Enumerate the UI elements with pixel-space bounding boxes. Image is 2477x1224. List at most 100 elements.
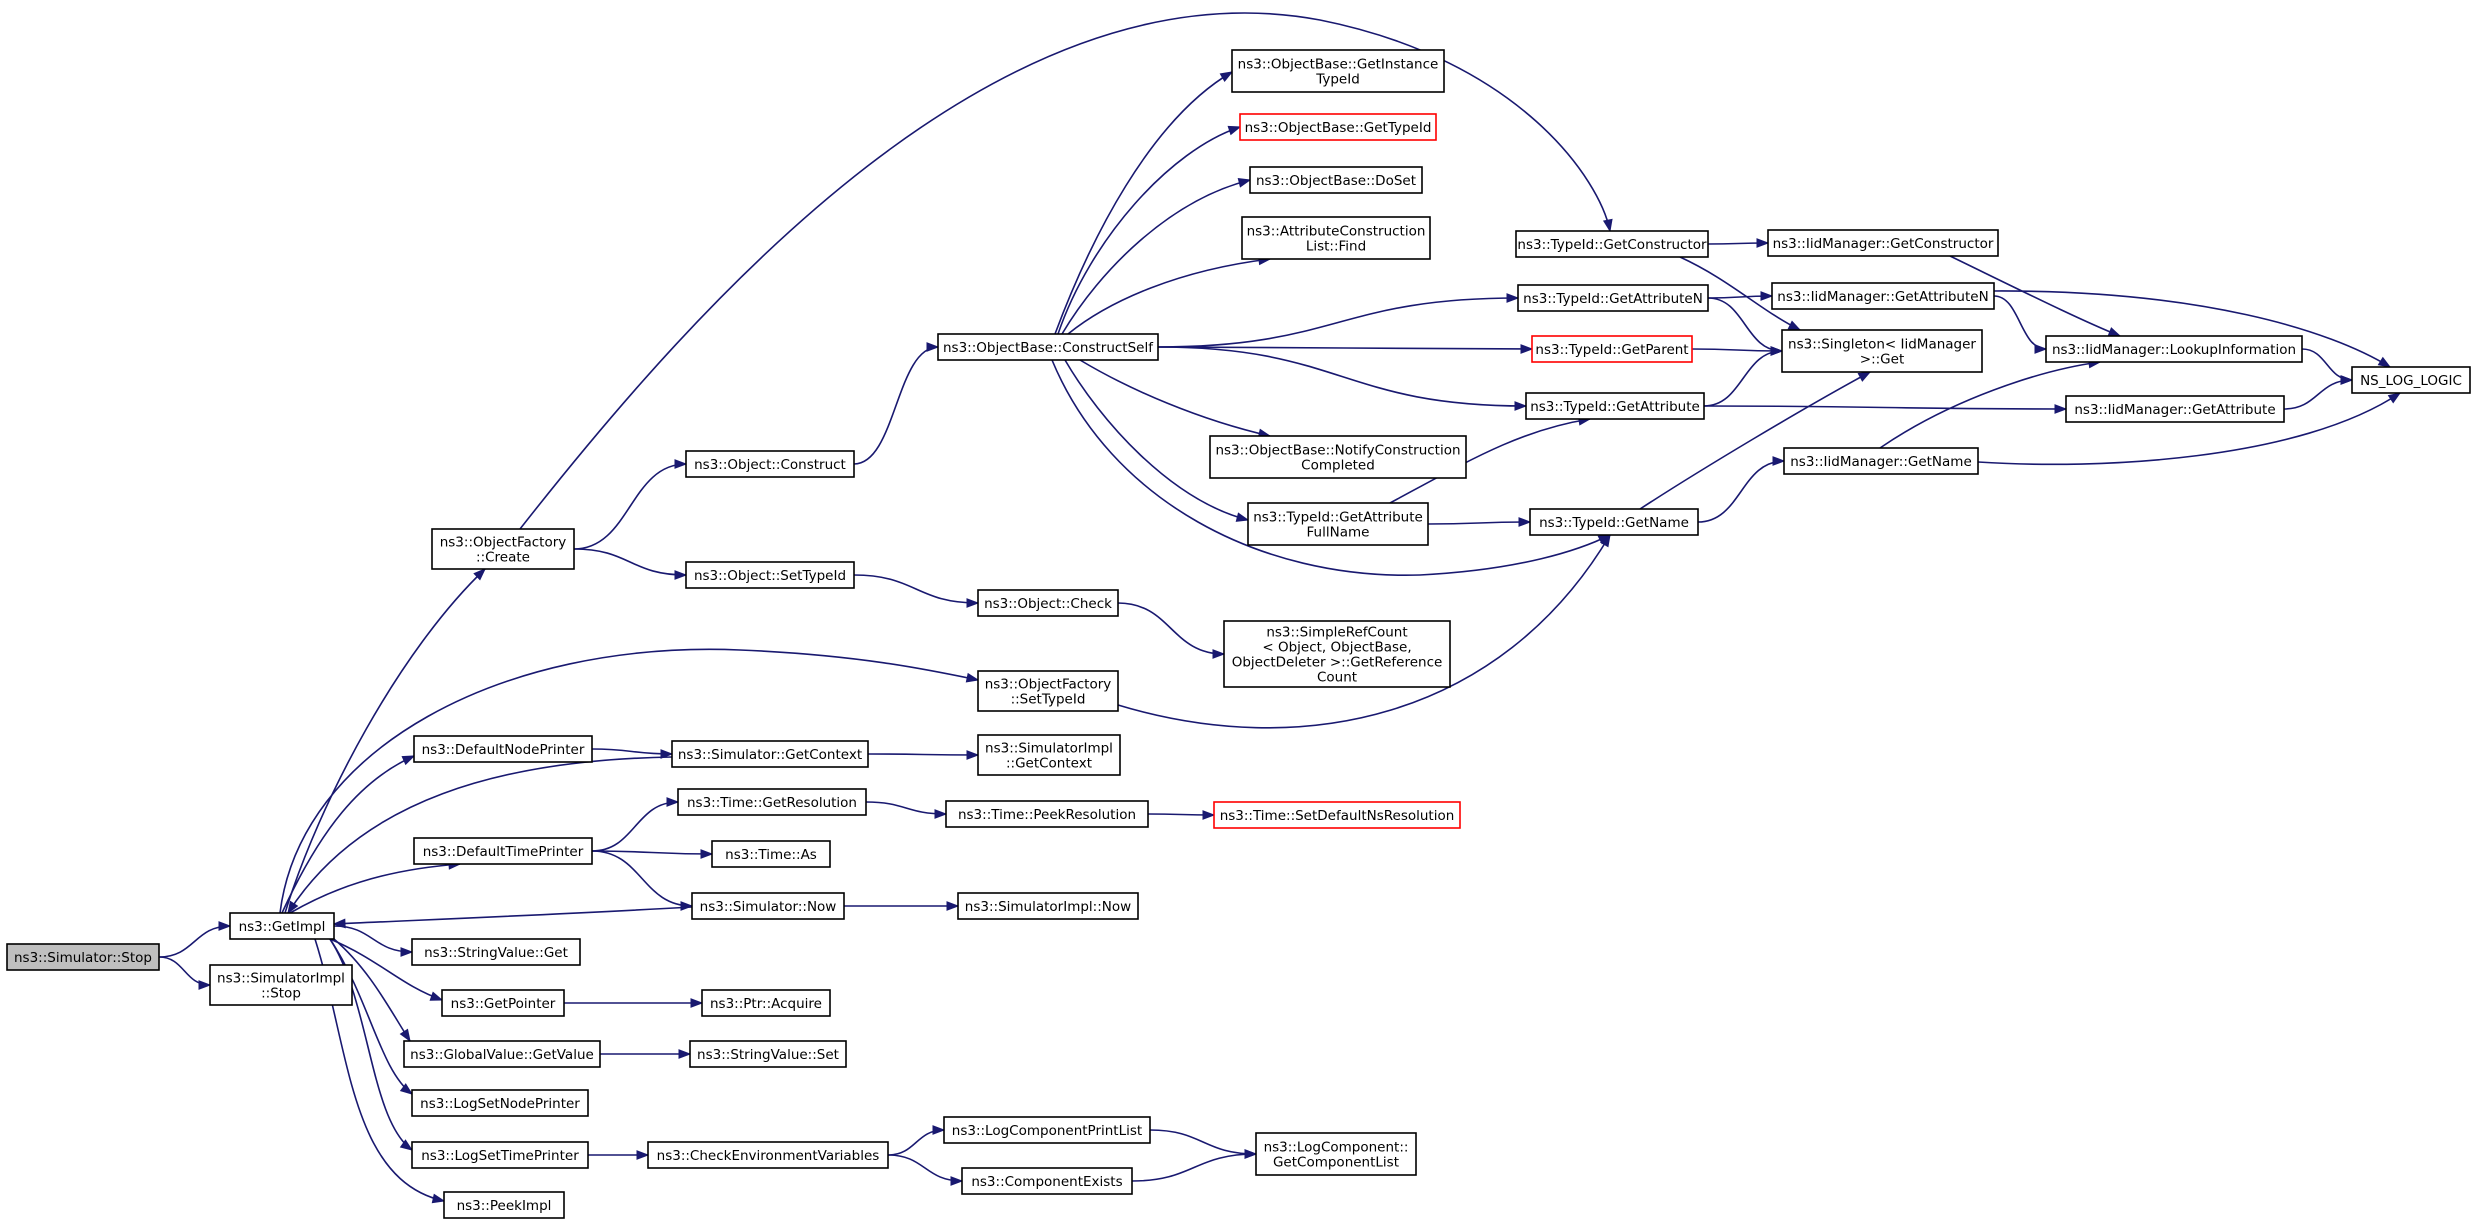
edge-compexists-to-getcomplist [1131,1149,1258,1182]
node-getpointer-label: ns3::GetPointer [451,996,556,1012]
node-iidgetconstructor[interactable]: ns3::IidManager::GetConstructor [1767,229,1999,257]
node-getattrfullname-label: FullName [1307,525,1370,541]
node-timepeekres[interactable]: ns3::Time::PeekResolution [945,800,1149,828]
node-stringvalueset[interactable]: ns3::StringValue::Set [689,1040,847,1068]
node-objconstruct[interactable]: ns3::Object::Construct [685,450,855,478]
node-iidlookup[interactable]: ns3::IidManager::LookupInformation [2045,335,2303,363]
edge-objfactorycreate-to-tgetconstructor [519,12,1613,530]
node-tgetattributen[interactable]: ns3::TypeId::GetAttributeN [1517,284,1709,312]
node-simnow[interactable]: ns3::Simulator::Now [691,892,845,920]
node-compexists[interactable]: ns3::ComponentExists [961,1167,1133,1195]
node-singletonget-label: >::Get [1860,352,1904,368]
node-getpointer[interactable]: ns3::GetPointer [441,989,565,1017]
node-checkenv-label: ns3::CheckEnvironmentVariables [657,1148,880,1164]
node-iidgetattributen-label: ns3::IidManager::GetAttributeN [1777,289,1988,305]
edge-iidgetattributen-to-nslog [1993,290,2392,368]
node-defaulttimeprinter[interactable]: ns3::DefaultTimePrinter [413,837,593,865]
node-objfactorycreate[interactable]: ns3::ObjectFactory::Create [431,528,575,570]
node-stringvalueget[interactable]: ns3::StringValue::Get [411,938,581,966]
node-getinstancetypeid-label: ns3::ObjectBase::GetInstance [1238,57,1439,73]
node-tgetattribute-label: ns3::TypeId::GetAttribute [1530,399,1700,415]
edge-simnow-to-getimpl [332,906,693,929]
node-stringvalueget-label: ns3::StringValue::Get [424,945,568,961]
node-simgetcontext[interactable]: ns3::Simulator::GetContext [671,740,869,768]
node-logcompprintlist-label: ns3::LogComponentPrintList [952,1123,1142,1139]
node-simimplgetcontext-label: ::GetContext [1006,756,1092,772]
node-logsetnodeprinter[interactable]: ns3::LogSetNodePrinter [411,1089,589,1117]
node-tgetconstructor[interactable]: ns3::TypeId::GetConstructor [1515,230,1709,258]
node-timeas[interactable]: ns3::Time::As [711,840,831,868]
node-stop-box [6,943,160,971]
node-singletonget[interactable]: ns3::Singleton< IidManager>::Get [1781,329,1983,373]
node-iidgetname-label: ns3::IidManager::GetName [1790,454,1972,470]
node-ptracquire[interactable]: ns3::Ptr::Acquire [701,989,831,1017]
edge-constructself-to-attrfind [1067,255,1272,335]
node-refcount-box [1223,620,1451,688]
node-simimplstop-label: ns3::SimulatorImpl [217,971,345,987]
edge-constructself-to-tgetattribute [1157,346,1528,411]
node-peekimpl[interactable]: ns3::PeekImpl [443,1191,565,1219]
node-doset[interactable]: ns3::ObjectBase::DoSet [1249,166,1423,194]
node-timesetdefault[interactable]: ns3::Time::SetDefaultNsResolution [1213,801,1461,829]
node-timepeekres-label: ns3::Time::PeekResolution [958,807,1136,823]
node-doset-label: ns3::ObjectBase::DoSet [1256,173,1416,189]
edge-simgetcontext-to-getimpl [287,756,673,915]
edge-objsettypeid-to-objcheck [853,574,980,608]
node-logcompprintlist-box [943,1116,1151,1144]
node-simimplnow[interactable]: ns3::SimulatorImpl::Now [957,892,1139,920]
node-tgetattribute-box [1525,392,1705,420]
node-iidlookup-label: ns3::IidManager::LookupInformation [2052,342,2296,358]
node-tgetattribute[interactable]: ns3::TypeId::GetAttribute [1525,392,1705,420]
node-ofsettypeid-label: ::SetTypeId [1011,692,1086,708]
edge-getimpl-to-defaultnodeprinter [281,755,416,914]
node-tgetname[interactable]: ns3::TypeId::GetName [1529,508,1699,536]
node-getimpl[interactable]: ns3::GetImpl [229,912,335,940]
node-stringvalueset-label: ns3::StringValue::Set [697,1047,839,1063]
node-getcomplist[interactable]: ns3::LogComponent::GetComponentList [1255,1132,1417,1176]
node-simimplstop[interactable]: ns3::SimulatorImpl::Stop [209,964,353,1006]
node-notifycompleted-label: ns3::ObjectBase::NotifyConstruction [1215,443,1460,459]
edge-getimpl-to-defaulttimeprinter [289,859,462,914]
node-tgetconstructor-box [1515,230,1709,258]
node-refcount[interactable]: ns3::SimpleRefCount< Object, ObjectBase,… [1223,620,1451,688]
node-simimplgetcontext[interactable]: ns3::SimulatorImpl::GetContext [977,734,1121,776]
node-iidgetattribute[interactable]: ns3::IidManager::GetAttribute [2065,395,2285,423]
node-constructself[interactable]: ns3::ObjectBase::ConstructSelf [937,333,1159,361]
node-tgetattributen-box [1517,284,1709,312]
node-timegetres[interactable]: ns3::Time::GetResolution [677,788,867,816]
node-simgetcontext-box [671,740,869,768]
node-tgetparent-box [1531,335,1693,363]
edge-tgetconstructor-to-iidgetconstructor [1707,238,1770,248]
node-defaultnodeprinter[interactable]: ns3::DefaultNodePrinter [413,735,593,763]
node-tgetparent[interactable]: ns3::TypeId::GetParent [1531,335,1693,363]
node-objcheck[interactable]: ns3::Object::Check [977,589,1119,617]
edge-iidgetname-to-nslog [1977,392,2402,466]
node-getimpl-box [229,912,335,940]
edge-tgetattribute-to-iidgetattribute [1703,404,2068,414]
node-iidgetname[interactable]: ns3::IidManager::GetName [1783,447,1979,475]
node-timeas-box [711,840,831,868]
node-obgettypeid[interactable]: ns3::ObjectBase::GetTypeId [1239,113,1437,141]
node-timegetres-label: ns3::Time::GetResolution [687,795,857,811]
node-logcompprintlist[interactable]: ns3::LogComponentPrintList [943,1116,1151,1144]
node-getattrfullname-label: ns3::TypeId::GetAttribute [1253,510,1423,526]
node-singletonget-box [1781,329,1983,373]
edge-checkenv-to-logcompprintlist [887,1125,946,1156]
node-notifycompleted[interactable]: ns3::ObjectBase::NotifyConstructionCompl… [1209,435,1467,479]
node-refcount-label: < Object, ObjectBase, [1262,640,1411,656]
node-nslog[interactable]: NS_LOG_LOGIC [2351,366,2471,394]
edge-iidlookup-to-nslog [2301,348,2354,385]
node-logsetnodeprinter-box [411,1089,589,1117]
node-globalgetvalue[interactable]: ns3::GlobalValue::GetValue [403,1040,601,1068]
node-checkenv[interactable]: ns3::CheckEnvironmentVariables [647,1141,889,1169]
node-iidgetattributen[interactable]: ns3::IidManager::GetAttributeN [1771,282,1995,310]
node-ofsettypeid[interactable]: ns3::ObjectFactory::SetTypeId [977,670,1119,712]
node-objsettypeid[interactable]: ns3::Object::SetTypeId [685,561,855,589]
node-logsettimeprinter[interactable]: ns3::LogSetTimePrinter [411,1141,589,1169]
node-attrfind-box [1241,216,1431,260]
node-simimplgetcontext-label: ns3::SimulatorImpl [985,741,1113,757]
node-simnow-label: ns3::Simulator::Now [700,899,837,915]
